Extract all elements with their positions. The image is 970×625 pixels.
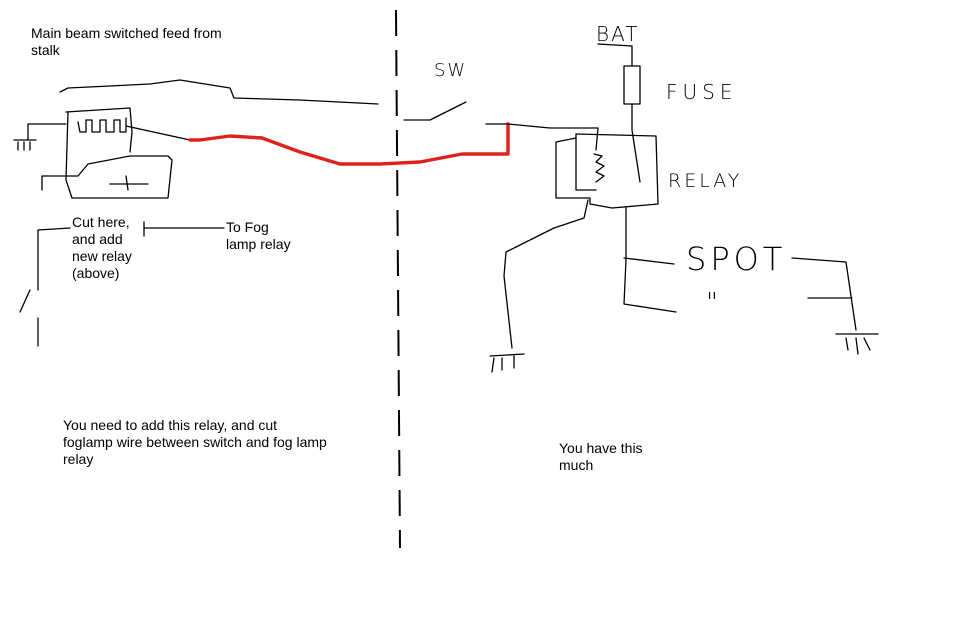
main-beam-feed-wire [59,79,379,105]
cut-here-note-line-1: Cut here, [72,214,130,230]
to-fog-note: To Fog lamp relay [226,219,291,253]
add-relay-note-line-2: foglamp wire between switch and fog lamp [63,434,327,450]
spot-label: SPOT [686,240,787,278]
main-beam-note-line-1: Main beam switched feed from [31,25,222,41]
have-this-note-line-1: You have this [559,440,643,456]
spot-feed-wire [623,207,677,313]
relay-coil-icon [77,117,127,133]
cut-here-note-line-2: and add [72,231,123,247]
new-wire [188,122,510,166]
ground-icon-middle [489,353,525,373]
to-fog-note-line-1: To Fog [226,219,269,235]
add-relay-note-line-3: relay [63,451,94,467]
cut-wire-left [19,227,71,347]
relay-coil-icon-right [593,153,605,183]
battery-line [597,43,633,67]
fuse-icon [623,65,641,105]
spot-return-wire [791,257,857,331]
cut-wire-right [143,221,225,237]
existing-relay [503,133,659,349]
add-relay-note: You need to add this relay, and cut fogl… [63,417,327,468]
relay-label: RELAY [668,170,743,192]
have-this-note: You have this much [559,440,643,474]
cut-here-note-line-3: new relay [72,248,132,264]
ditto-label: " [706,288,720,318]
divider-line [395,9,401,549]
cut-here-note: Cut here, and add new relay (above) [72,214,132,282]
sw-label: SW [434,60,468,81]
bat-label: BAT [596,22,640,46]
cut-here-note-line-4: (above) [72,265,120,281]
switch-sw [403,101,509,125]
new-relay [13,107,191,199]
ground-icon-right [835,333,879,355]
ground-icon-left [13,123,67,151]
to-fog-note-line-2: lamp relay [226,236,291,252]
main-beam-note-line-2: stalk [31,42,60,58]
have-this-note-line-2: much [559,457,594,473]
main-beam-note: Main beam switched feed from stalk [31,25,222,59]
fuse-label: FUSE [666,80,738,104]
add-relay-note-line-1: You need to add this relay, and cut [63,417,278,433]
